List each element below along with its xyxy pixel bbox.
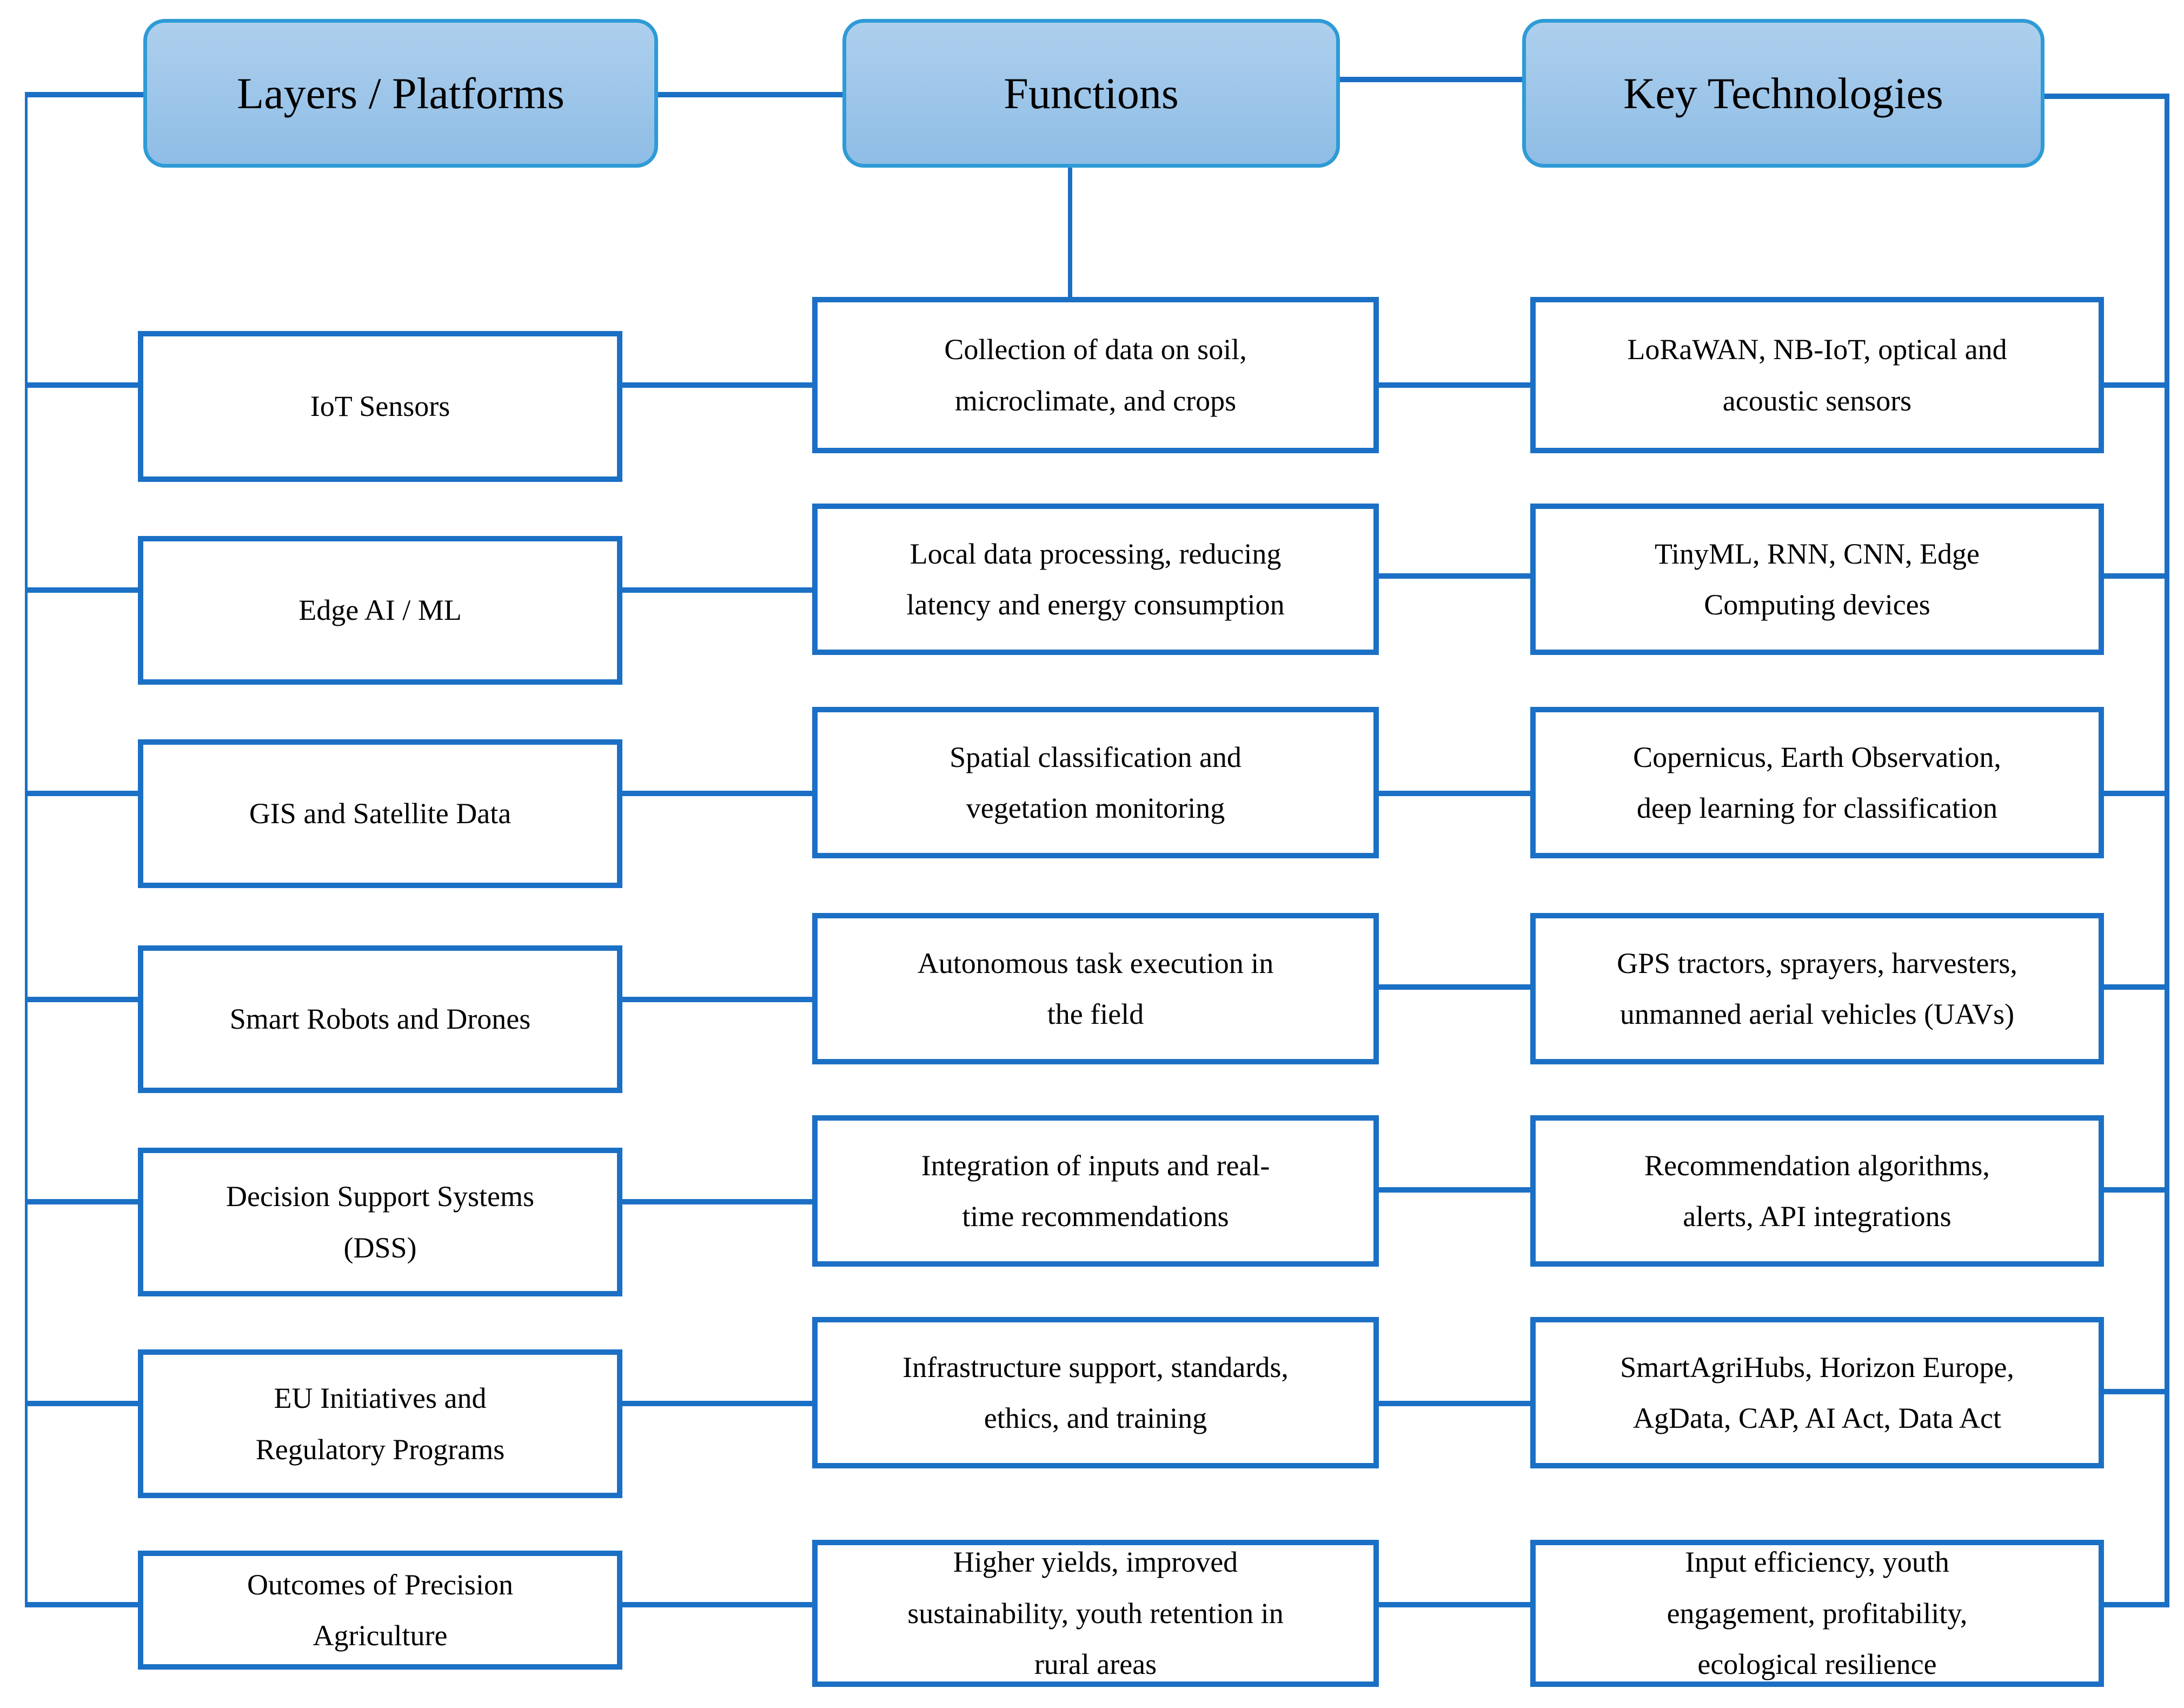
technology-label: Input efficiency, youth engagement, prof… <box>1667 1546 1968 1681</box>
row-connector-line <box>2104 1187 2169 1193</box>
row-connector-line <box>622 587 812 593</box>
row-connector-line <box>25 587 138 593</box>
function-label: Higher yields, improved sustainability, … <box>907 1546 1284 1681</box>
function-box-4: Autonomous task execution in the field <box>812 913 1379 1064</box>
platform-box-4: Smart Robots and Drones <box>138 945 622 1093</box>
technology-label: LoRaWAN, NB-IoT, optical and acoustic se… <box>1627 333 2007 417</box>
row-connector-line <box>1379 382 1530 388</box>
functions-drop-line <box>1068 168 1072 297</box>
row-connector-line <box>1379 1602 1530 1607</box>
function-box-7: Higher yields, improved sustainability, … <box>812 1540 1379 1687</box>
platform-box-1: IoT Sensors <box>138 331 622 482</box>
technology-label: GPS tractors, sprayers, harvesters, unma… <box>1617 946 2017 1031</box>
row-connector-line <box>25 382 138 388</box>
function-label: Local data processing, reducing latency … <box>906 537 1285 621</box>
function-box-6: Infrastructure support, standards, ethic… <box>812 1317 1379 1468</box>
row-connector-line <box>25 997 138 1002</box>
row-connector-line <box>25 791 138 796</box>
platform-box-5: Decision Support Systems (DSS) <box>138 1148 622 1296</box>
header-key-technologies: Key Technologies <box>1522 19 2044 168</box>
row-connector-line <box>25 1199 138 1204</box>
platform-label: IoT Sensors <box>310 390 450 423</box>
row-connector-line <box>622 1199 812 1204</box>
platform-label: EU Initiatives and Regulatory Programs <box>255 1382 505 1466</box>
technology-box-4: GPS tractors, sprayers, harvesters, unma… <box>1530 913 2104 1064</box>
row-connector-line <box>622 382 812 388</box>
platform-label: Smart Robots and Drones <box>229 1003 531 1036</box>
platform-box-6: EU Initiatives and Regulatory Programs <box>138 1349 622 1498</box>
technology-box-6: SmartAgriHubs, Horizon Europe, AgData, C… <box>1530 1317 2104 1468</box>
platform-label: Outcomes of Precision Agriculture <box>247 1568 513 1652</box>
header-connector-line <box>25 92 143 97</box>
row-connector-line <box>622 1602 812 1607</box>
platform-label: GIS and Satellite Data <box>249 797 512 830</box>
function-label: Integration of inputs and real- time rec… <box>921 1149 1270 1233</box>
header-functions: Functions <box>842 19 1340 168</box>
row-connector-line <box>2104 984 2169 990</box>
platform-box-3: GIS and Satellite Data <box>138 739 622 888</box>
technology-box-7: Input efficiency, youth engagement, prof… <box>1530 1540 2104 1687</box>
platform-label: Edge AI / ML <box>298 594 462 627</box>
header-connector-line <box>2044 94 2169 99</box>
technology-label: Copernicus, Earth Observation, deep lear… <box>1633 740 2001 825</box>
header-label: Layers / Platforms <box>237 68 565 118</box>
row-connector-line <box>2104 573 2169 579</box>
row-connector-line <box>1379 1187 1530 1193</box>
function-box-3: Spatial classification and vegetation mo… <box>812 707 1379 858</box>
row-connector-line <box>622 791 812 796</box>
row-connector-line <box>1379 984 1530 990</box>
function-label: Autonomous task execution in the field <box>917 946 1274 1031</box>
technology-label: TinyML, RNN, CNN, Edge Computing devices <box>1654 537 1980 621</box>
function-box-1: Collection of data on soil, microclimate… <box>812 297 1379 453</box>
row-connector-line <box>1379 791 1530 796</box>
function-label: Infrastructure support, standards, ethic… <box>902 1350 1289 1435</box>
row-connector-line <box>25 1401 138 1406</box>
header-connector-line <box>658 92 842 97</box>
function-label: Spatial classification and vegetation mo… <box>950 740 1242 825</box>
function-label: Collection of data on soil, microclimate… <box>944 333 1247 417</box>
right-trunk-line <box>2165 94 2169 1607</box>
platform-label: Decision Support Systems (DSS) <box>225 1180 534 1264</box>
row-connector-line <box>2104 791 2169 796</box>
header-connector-line <box>1340 77 1524 82</box>
row-connector-line <box>622 997 812 1002</box>
technology-box-5: Recommendation algorithms, alerts, API i… <box>1530 1115 2104 1267</box>
header-label: Functions <box>1004 68 1179 118</box>
technology-box-3: Copernicus, Earth Observation, deep lear… <box>1530 707 2104 858</box>
row-connector-line <box>622 1401 812 1406</box>
technology-box-1: LoRaWAN, NB-IoT, optical and acoustic se… <box>1530 297 2104 453</box>
function-box-2: Local data processing, reducing latency … <box>812 504 1379 655</box>
row-connector-line <box>1379 573 1530 579</box>
platform-box-7: Outcomes of Precision Agriculture <box>138 1551 622 1670</box>
technology-box-2: TinyML, RNN, CNN, Edge Computing devices <box>1530 504 2104 655</box>
header-label: Key Technologies <box>1623 68 1943 118</box>
function-box-5: Integration of inputs and real- time rec… <box>812 1115 1379 1267</box>
header-layers-platforms: Layers / Platforms <box>143 19 658 168</box>
technology-label: Recommendation algorithms, alerts, API i… <box>1644 1149 1990 1233</box>
technology-label: SmartAgriHubs, Horizon Europe, AgData, C… <box>1620 1350 2014 1435</box>
row-connector-line <box>2104 382 2169 388</box>
row-connector-line <box>2104 1602 2169 1607</box>
row-connector-line <box>25 1602 138 1607</box>
platform-box-2: Edge AI / ML <box>138 536 622 685</box>
row-connector-line <box>2104 1389 2169 1394</box>
row-connector-line <box>1379 1401 1530 1406</box>
left-trunk-line <box>25 92 28 1607</box>
